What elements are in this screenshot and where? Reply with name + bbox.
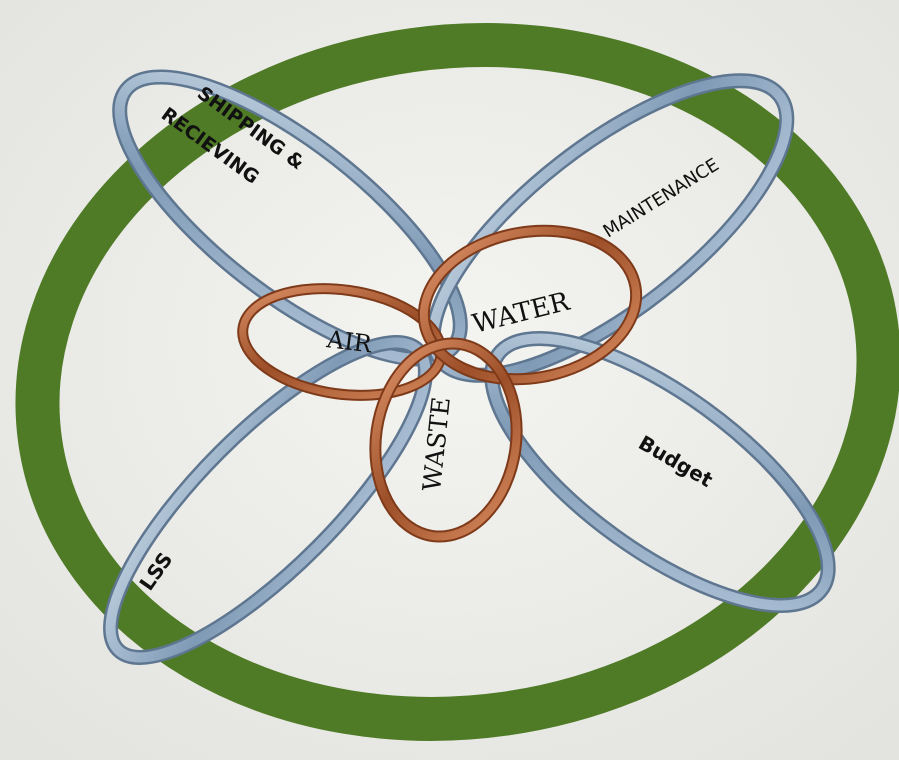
label-air: AIR <box>324 325 374 358</box>
